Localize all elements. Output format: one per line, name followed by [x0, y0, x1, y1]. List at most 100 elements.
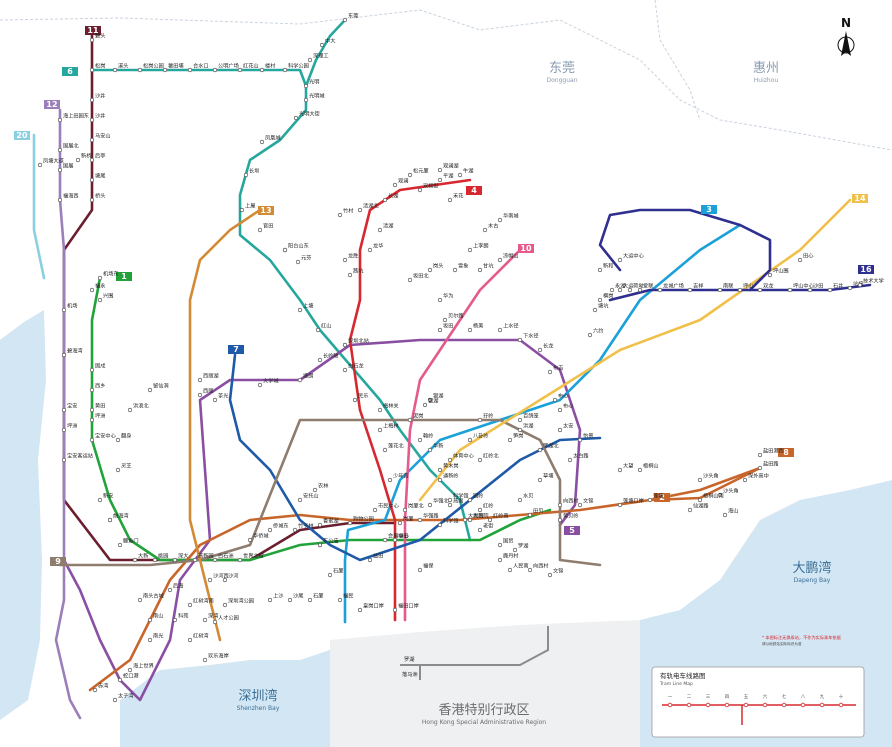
station-dot[interactable] — [75, 157, 81, 163]
station-dot[interactable] — [807, 287, 813, 293]
station-taiziwan[interactable]: 太子湾 — [112, 692, 134, 703]
station-houting[interactable]: 后亭 — [89, 152, 105, 163]
station-dot[interactable] — [447, 197, 453, 203]
station-dot[interactable] — [827, 287, 833, 293]
station-dot[interactable] — [89, 437, 95, 443]
station-dot[interactable] — [317, 542, 323, 548]
station-dot[interactable] — [287, 597, 293, 603]
station-dot[interactable] — [337, 212, 343, 218]
station-dot[interactable] — [402, 507, 408, 513]
station-dot[interactable] — [637, 287, 643, 293]
station-dot[interactable] — [89, 407, 95, 413]
station-shuibei[interactable]: 水贝 — [517, 492, 533, 503]
station-dot[interactable] — [477, 457, 483, 463]
tram-station-dot[interactable] — [686, 702, 692, 708]
station-liuyue[interactable]: 六约 — [587, 327, 603, 338]
station-shahexi[interactable]: 沙河西 — [207, 572, 229, 583]
station-minle[interactable]: 民乐 — [352, 393, 368, 403]
station-wenjin2[interactable]: 文锦 — [547, 567, 563, 578]
badge-line-8[interactable]: 8 — [778, 448, 794, 457]
station-hongling[interactable]: 红岭 — [477, 502, 493, 513]
station-dot[interactable] — [259, 139, 265, 145]
station-dot[interactable] — [282, 67, 288, 73]
station-dot[interactable] — [372, 507, 378, 513]
station-dot[interactable] — [497, 557, 503, 563]
station-liuxiandong[interactable]: 留仙洞 — [147, 382, 169, 393]
station-dot[interactable] — [467, 517, 473, 523]
station-guangmingcheng[interactable]: 光明城 — [303, 92, 325, 103]
station-dot[interactable] — [427, 502, 433, 508]
station-dot[interactable] — [317, 357, 323, 363]
station-dot[interactable] — [512, 547, 518, 553]
station-dot[interactable] — [527, 567, 533, 573]
station-dot[interactable] — [417, 517, 423, 523]
station-dot[interactable] — [567, 457, 573, 463]
station-gangxia[interactable]: 岗厦 — [397, 516, 413, 526]
station-xianhulu[interactable]: 仙湖路 — [687, 502, 709, 513]
station-dot[interactable] — [147, 637, 153, 643]
station-dot[interactable] — [239, 207, 245, 213]
station-dayunzhongxin[interactable]: 大运中心 — [617, 252, 644, 263]
station-dot[interactable] — [597, 297, 603, 303]
station-dot[interactable] — [547, 572, 553, 578]
station-baoankeyunzhan[interactable]: 宝安客运站 — [61, 452, 93, 463]
station-dot[interactable] — [319, 42, 325, 48]
badge-line-1[interactable]: 1 — [116, 272, 132, 281]
station-longchengguangchang[interactable]: 龙城广场 — [657, 282, 684, 293]
station-loucun[interactable]: 楼村 — [259, 62, 275, 73]
tram-station[interactable]: 二 — [686, 694, 692, 708]
station-tangwei[interactable]: 塘尾 — [89, 172, 105, 183]
station-beierlu[interactable]: 贝尔路 — [442, 312, 464, 323]
tram-station[interactable]: 五 — [744, 694, 749, 708]
station-dot[interactable] — [467, 437, 473, 443]
station-pingzhou[interactable]: 坪洲 — [89, 412, 105, 423]
station-dot[interactable] — [137, 67, 143, 73]
station-dot[interactable] — [467, 327, 473, 333]
station-dot[interactable] — [212, 397, 218, 403]
station-kexueguan[interactable]: 科学馆 — [437, 517, 459, 528]
station-xinqiao[interactable]: 新桥 — [75, 152, 92, 163]
station-dot[interactable] — [357, 607, 363, 613]
station-nantougucheng[interactable]: 南头古城 — [137, 592, 165, 603]
station-zhongda[interactable]: 中大 — [319, 37, 335, 48]
station-shanglilang[interactable]: 上李朗 — [467, 242, 489, 253]
station-guangming[interactable]: 光明 — [303, 78, 319, 89]
station-yonghu[interactable]: 永湖 — [609, 282, 625, 293]
station-liantangkouan[interactable]: 莲塘口岸 — [617, 497, 644, 508]
station-kengzi[interactable]: 坑梓 — [847, 280, 863, 291]
station-dot[interactable] — [187, 67, 193, 73]
station-haishangtianyuandong[interactable]: 海上田园东 — [57, 112, 89, 123]
station-qiankeng[interactable]: 茜坑 — [347, 267, 363, 278]
station-dot[interactable] — [537, 447, 543, 453]
station-dajuyuan[interactable]: 大剧院 — [467, 512, 489, 523]
station-honglingbei[interactable]: 红岭北 — [477, 452, 499, 463]
tram-station[interactable]: 三 — [706, 694, 711, 708]
station-dot[interactable] — [137, 597, 143, 603]
station-maanshan[interactable]: 马安山 — [89, 132, 111, 143]
station-huizhanzhongxin[interactable]: 会展中心 — [382, 532, 409, 543]
badge-line-3[interactable]: 3 — [701, 205, 717, 214]
badge-line-20[interactable]: 20 — [14, 131, 30, 140]
station-huanancheng[interactable]: 华南城 — [497, 212, 519, 223]
station-guozhan[interactable]: 国展 — [57, 163, 73, 173]
station-liangmaoshan[interactable]: 凉帽山 — [497, 252, 519, 263]
station-songgang[interactable]: 松岗 — [89, 62, 105, 73]
station-shenwan[interactable]: 深湾 — [202, 612, 218, 623]
station-dot[interactable] — [697, 497, 703, 503]
station-dot[interactable] — [212, 557, 218, 563]
station-guantian[interactable]: 官田 — [257, 222, 273, 233]
station-dot[interactable] — [357, 207, 363, 213]
station-yannan[interactable]: 燕南 — [447, 497, 463, 508]
station-dot[interactable] — [89, 287, 95, 293]
station-dot[interactable] — [547, 369, 553, 375]
station-shatoujiao[interactable]: 沙头角 — [717, 487, 739, 498]
station-dot[interactable] — [37, 162, 43, 168]
station-shixia[interactable]: 石厦 — [307, 593, 323, 603]
station-dajuyuan2[interactable]: 大剧院 — [462, 512, 484, 523]
station-dot[interactable] — [477, 527, 483, 533]
station-dot[interactable] — [417, 567, 423, 573]
station-dot[interactable] — [237, 67, 243, 73]
station-dot[interactable] — [609, 287, 615, 293]
station-dot[interactable] — [477, 417, 483, 423]
station-baishizhou[interactable]: 白石洲 — [212, 552, 234, 563]
